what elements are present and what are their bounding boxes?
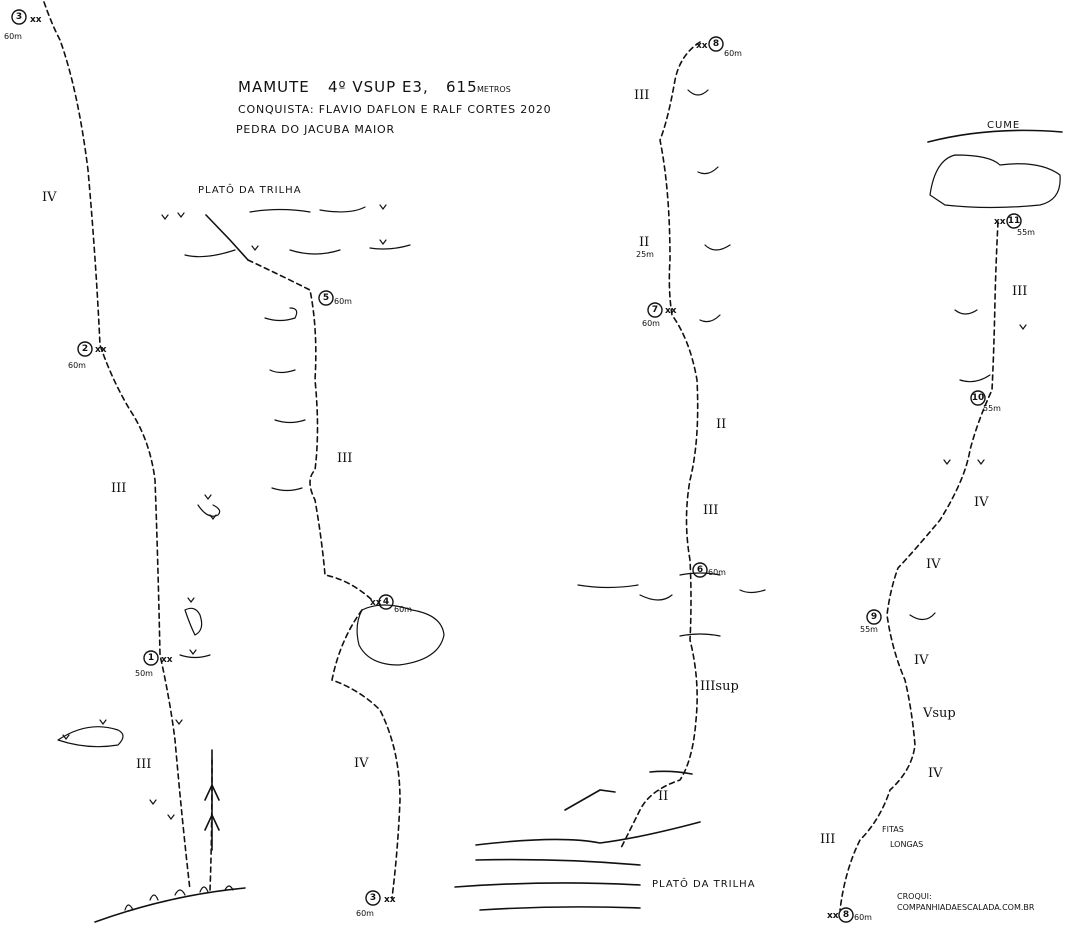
grade-label: IV <box>928 766 943 781</box>
title-block: MAMUTE 4º VSUP E3, 615 METROS CONQUISTA:… <box>236 78 551 136</box>
bolt-mark: xx <box>95 345 107 355</box>
belay-7-length: 60m <box>642 319 660 328</box>
longas-label: LONGAS <box>890 840 923 849</box>
bolt-mark: xx <box>696 41 708 51</box>
belay-5-number: 5 <box>323 293 329 303</box>
belay-1-number: 1 <box>148 653 154 663</box>
column-3: 8 xx 60m 7 xx 60m 6 60m III II 25m II II… <box>454 36 766 911</box>
fitas-label: FITAS <box>882 825 904 834</box>
first-ascent: CONQUISTA: FLAVIO DAFLON E RALF CORTES 2… <box>238 103 551 116</box>
bolt-mark: xx <box>665 306 677 316</box>
belay-11-number: 11 <box>1008 216 1021 226</box>
belay-2-length: 60m <box>68 361 86 370</box>
credit-url: COMPANHIADAESCALADA.COM.BR <box>897 903 1035 912</box>
belay-3-length: 60m <box>4 32 22 41</box>
grade-label: II <box>639 235 649 250</box>
belay-1-length: 50m <box>135 669 153 678</box>
grade-label: II <box>658 789 668 804</box>
route-length-unit: METROS <box>477 85 511 94</box>
bolt-mark: xx <box>827 911 839 921</box>
grade-label: III <box>703 503 718 518</box>
belay-5-length: 60m <box>334 297 352 306</box>
belay-3b-length: 60m <box>356 909 374 918</box>
bolt-mark: xx <box>384 895 396 905</box>
grade-label: III <box>1012 284 1027 299</box>
belay-7-number: 7 <box>652 305 658 315</box>
belay-8-length: 60m <box>724 49 742 58</box>
belay-4-number: 4 <box>383 597 389 607</box>
credit-label: CROQUI: <box>897 892 932 901</box>
belay-2-number: 2 <box>82 344 88 354</box>
grade-label: III <box>337 451 352 466</box>
route-length: 615 <box>446 78 478 96</box>
cume-label: CUME <box>987 120 1020 131</box>
grade-label: IV <box>42 190 57 205</box>
plato-top-label: PLATÔ DA TRILHA <box>198 183 302 196</box>
bolt-mark: xx <box>30 15 42 25</box>
belay-9-length: 55m <box>860 625 878 634</box>
belay-4-length: 60m <box>394 605 412 614</box>
bolt-mark: xx <box>370 598 382 608</box>
column-4: CUME 11 xx 55m 10 55m 9 55m 8 xx 60m III… <box>820 120 1063 923</box>
grade-length: 25m <box>636 250 654 259</box>
belay-3b-number: 3 <box>370 893 376 903</box>
bolt-mark: xx <box>994 217 1006 227</box>
grade-label: III <box>820 832 835 847</box>
belay-11-length: 55m <box>1017 228 1035 237</box>
belay-6-number: 6 <box>697 565 703 575</box>
grade-label: IV <box>354 756 369 771</box>
grade-label: Vsup <box>922 706 956 721</box>
belay-6-length: 60m <box>708 568 726 577</box>
grade-label: II <box>716 417 726 432</box>
belay-3-number: 3 <box>16 12 22 22</box>
belay-8-number: 8 <box>713 39 719 49</box>
grade-label: III <box>634 88 649 103</box>
belay-8b-length: 60m <box>854 913 872 922</box>
grade-label: IV <box>914 653 929 668</box>
crag-name: PEDRA DO JACUBA MAIOR <box>236 123 395 136</box>
bolt-mark: xx <box>161 655 173 665</box>
route-name: MAMUTE <box>238 78 310 96</box>
grade-label: III <box>136 757 151 772</box>
column-1: 3 xx 60m 2 xx 60m 1 xx 50m IV III III <box>4 1 246 923</box>
belay-8b-number: 8 <box>843 910 849 920</box>
plato-bottom-label: PLATÔ DA TRILHA <box>652 877 756 890</box>
grade-label: III <box>111 481 126 496</box>
belay-10-length: 55m <box>983 404 1001 413</box>
belay-9-number: 9 <box>871 612 877 622</box>
grade-label: IV <box>926 557 941 572</box>
route-grade: 4º VSUP E3, <box>328 78 429 96</box>
column-2: PLATÔ DA TRILHA 5 60m 4 xx 60m 3 xx 60m … <box>161 183 445 918</box>
grade-label: IV <box>974 495 989 510</box>
belay-10-number: 10 <box>972 393 985 403</box>
grade-label: IIIsup <box>700 679 739 694</box>
